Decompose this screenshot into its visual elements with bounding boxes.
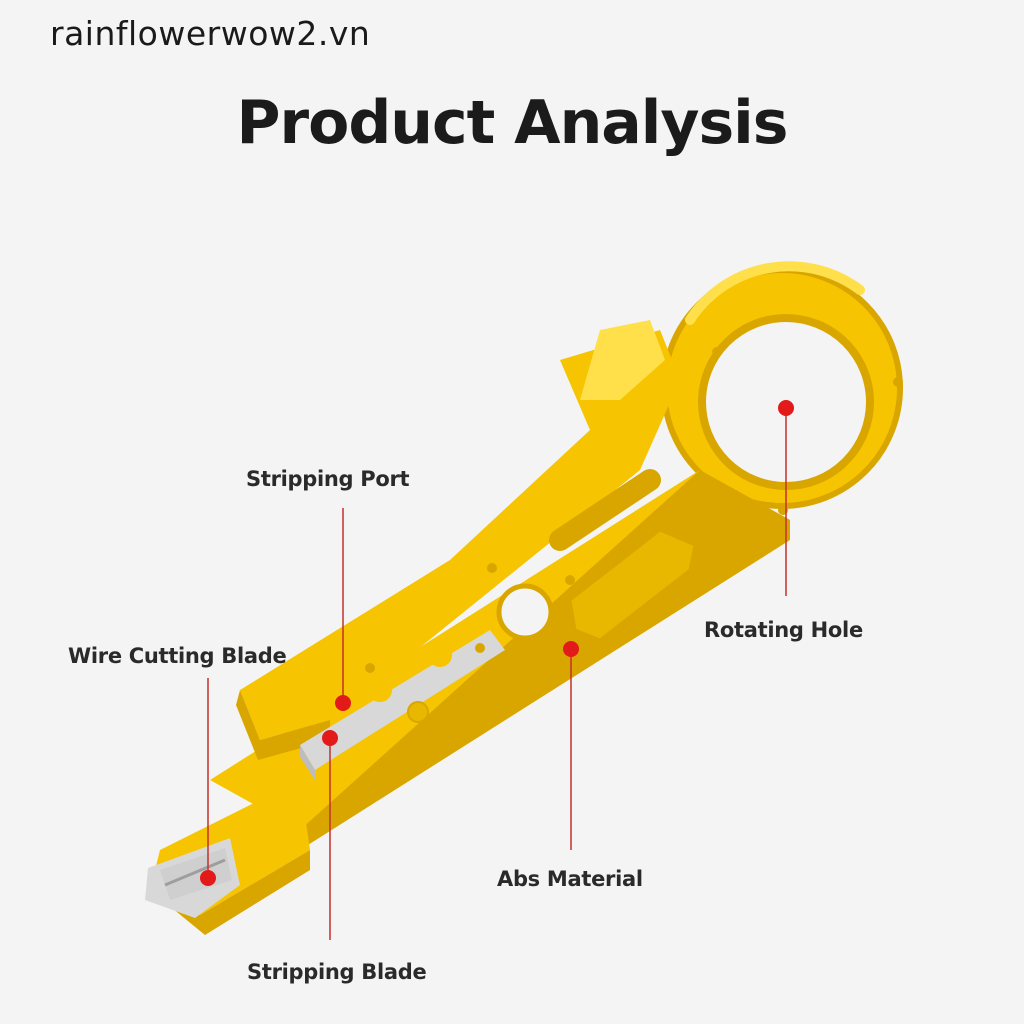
callout-dots: [200, 400, 794, 886]
stripping-blade-metal: [300, 630, 505, 780]
callout-dot-stripping-blade: [322, 730, 338, 746]
label-rotating-hole: Rotating Hole: [704, 618, 863, 642]
callout-lines: [207, 408, 787, 940]
label-stripping-blade: Stripping Blade: [247, 960, 427, 984]
body-window: [496, 528, 697, 642]
rivets: [350, 347, 903, 813]
label-abs-material: Abs Material: [497, 867, 643, 891]
callout-dot-abs-material: [563, 641, 579, 657]
rotating-ring: [661, 261, 903, 509]
wire-cutting-blade-metal: [145, 838, 240, 918]
watermark-text: rainflowerwow2.vn: [50, 14, 371, 53]
callout-dot-wire-cutting-blade: [200, 870, 216, 886]
label-stripping-port: Stripping Port: [246, 467, 410, 491]
callout-dot-rotating-hole: [778, 400, 794, 416]
page-title: Product Analysis: [236, 88, 789, 158]
label-wire-cutting-blade: Wire Cutting Blade: [68, 644, 287, 668]
callout-dot-stripping-port: [335, 695, 351, 711]
